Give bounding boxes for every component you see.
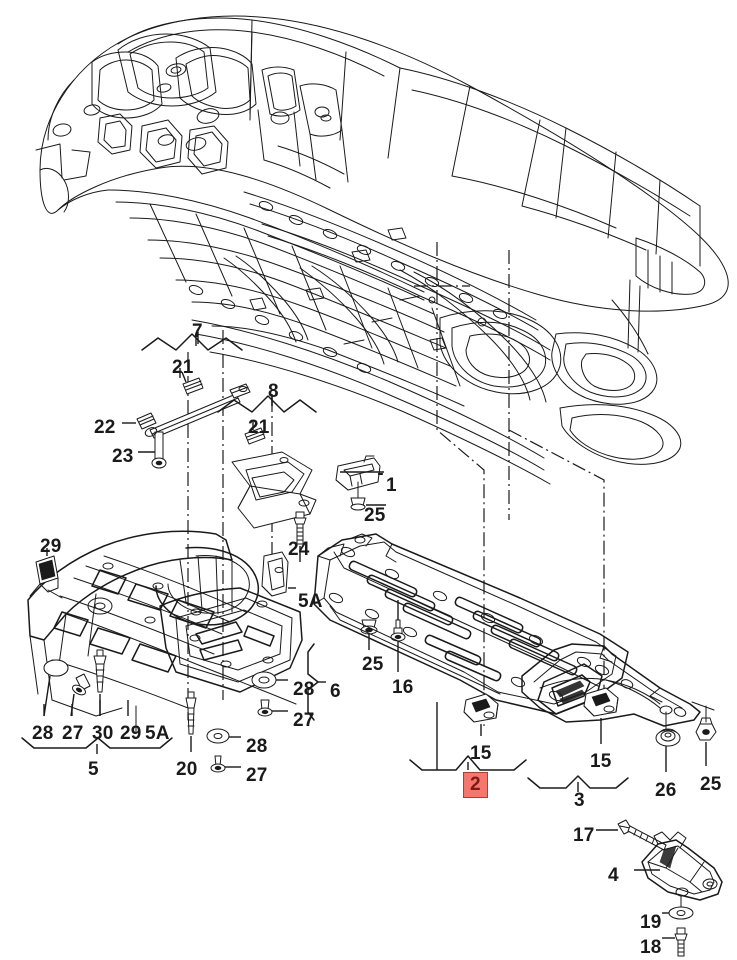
callout-26-28[interactable]: 26 [655,780,677,801]
part-2-underbody-shield [313,533,629,736]
bracket-2 [409,702,527,771]
callout-3-30[interactable]: 3 [574,790,585,811]
part-1-bracket [335,455,386,511]
callout-7-0[interactable]: 7 [192,321,203,342]
callout-28-21[interactable]: 28 [246,736,268,757]
callout-27-15[interactable]: 27 [293,710,315,731]
callout-15-25[interactable]: 15 [470,743,492,764]
callout-29-9[interactable]: 29 [40,536,62,557]
callout-22-4[interactable]: 22 [94,417,116,438]
callout-25-7[interactable]: 25 [364,505,386,526]
part-group-5-engine-shield [21,530,297,754]
callout-17-31[interactable]: 17 [573,825,595,846]
callout-23-5[interactable]: 23 [112,446,134,467]
callout-2-27[interactable]: 2 [463,772,488,798]
part-group-8-shield [217,394,317,562]
projection-lines [187,242,605,726]
callout-4-32[interactable]: 4 [608,865,619,886]
callout-18-34[interactable]: 18 [640,937,662,958]
callout-6-14[interactable]: 6 [330,681,341,702]
callout-28-13[interactable]: 28 [293,679,315,700]
callout-24-8[interactable]: 24 [288,539,310,560]
callout-5-22[interactable]: 5 [88,759,99,780]
callout-21-1[interactable]: 21 [172,357,194,378]
callout-28-16[interactable]: 28 [32,723,54,744]
grommet-26 [655,705,681,772]
callout-5a-20[interactable]: 5A [145,723,170,744]
callout-21-3[interactable]: 21 [248,417,270,438]
part-4-support-bracket [596,819,723,957]
callout-15-26[interactable]: 15 [590,751,612,772]
callout-5a-10[interactable]: 5A [298,591,323,612]
clip-15-right [583,687,619,744]
callout-1-6[interactable]: 1 [386,475,397,496]
callout-25-11[interactable]: 25 [362,654,384,675]
callout-27-17[interactable]: 27 [62,723,84,744]
callout-16-12[interactable]: 16 [392,677,414,698]
callout-8-2[interactable]: 8 [268,381,279,402]
part-group-7-brace [122,332,251,469]
callout-29-19[interactable]: 29 [120,723,142,744]
clip-15-left [463,693,499,736]
leader-ticks [195,336,273,406]
nut-25-right [691,701,717,766]
part-3-rear-shield [521,643,717,792]
callout-20-23[interactable]: 20 [176,759,198,780]
callout-30-18[interactable]: 30 [92,723,114,744]
callout-25-29[interactable]: 25 [700,774,722,795]
part-group-6-shield [159,551,326,773]
callout-27-24[interactable]: 27 [246,765,268,786]
car-body-shell-illustration [35,15,729,485]
callout-19-33[interactable]: 19 [640,912,662,933]
